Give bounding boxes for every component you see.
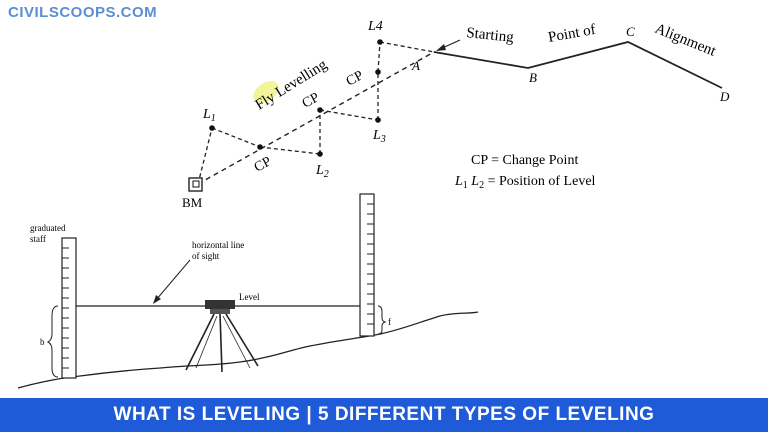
label-cp1: CP xyxy=(252,154,274,175)
point-cp1 xyxy=(257,144,263,150)
fly-line xyxy=(197,51,435,185)
highlight-mark xyxy=(253,81,279,103)
point-cp3 xyxy=(375,69,381,75)
bracket-f xyxy=(377,305,387,335)
level-base xyxy=(210,309,230,314)
level-instrument xyxy=(205,300,235,309)
point-cp2 xyxy=(317,107,323,113)
tripod-leg-middle xyxy=(219,313,223,373)
label-staff: staff xyxy=(30,234,46,244)
label-horizontal-line: horizontal line xyxy=(192,240,244,250)
ground-line xyxy=(17,311,479,389)
label-starting: Starting xyxy=(466,25,515,46)
left-staff-ticks xyxy=(62,247,69,369)
sight-line-l1-cp1 xyxy=(211,127,261,148)
label-l3: L3 xyxy=(372,128,386,145)
tripod-leg-left xyxy=(185,313,215,371)
bracket-b xyxy=(46,305,59,378)
label-l4: L4 xyxy=(367,19,383,34)
label-a: A xyxy=(411,58,420,73)
fly-levelling-diagram: BM L1 L2 L3 L4 CP CP CP Fly Levelling A … xyxy=(182,19,730,210)
tripod-leg-right xyxy=(225,313,259,367)
sight-line-cp1-l2 xyxy=(259,146,321,155)
simple-levelling-diagram: graduated staff horizontal line of sight… xyxy=(17,193,479,389)
point-l4 xyxy=(377,39,383,45)
tripod-leg-left-inner xyxy=(195,315,218,369)
label-l1: L1 xyxy=(202,107,216,124)
label-b: B xyxy=(529,70,537,85)
arrow-head xyxy=(436,44,446,51)
right-staff-ticks xyxy=(367,203,374,325)
site-logo-text: CIVILSCOOPS.COM xyxy=(8,4,158,21)
label-bm: BM xyxy=(182,195,203,210)
label-cp3: CP xyxy=(344,68,366,89)
label-cp2: CP xyxy=(300,90,322,111)
legend-cp: CP = Change Point xyxy=(471,153,578,168)
label-of-sight: of sight xyxy=(192,251,220,261)
label-level: Level xyxy=(239,292,260,302)
sight-line-cp2-l3 xyxy=(319,109,379,121)
line-of-sight-pointer xyxy=(155,259,191,301)
label-point-of: Point of xyxy=(547,22,597,46)
label-l2: L2 xyxy=(315,163,329,180)
leveling-diagrams: BM L1 L2 L3 L4 CP CP CP Fly Levelling A … xyxy=(17,19,730,389)
label-f: f xyxy=(388,317,391,327)
legend-level-positions: L1 L2 = Position of Level xyxy=(454,174,596,191)
sight-line-l4-a xyxy=(379,41,435,53)
point-l1 xyxy=(209,125,215,131)
bm-box-inner xyxy=(192,180,200,188)
bm-box xyxy=(188,177,203,192)
label-d: D xyxy=(719,89,730,104)
label-graduated: graduated xyxy=(30,223,66,233)
pointer-head xyxy=(153,295,161,304)
sight-line-bm-l1 xyxy=(197,127,213,185)
label-alignment: Alignment xyxy=(653,21,719,60)
label-b: b xyxy=(40,337,45,347)
title-banner: WHAT IS LEVELING | 5 DIFFERENT TYPES OF … xyxy=(0,398,768,432)
point-l2 xyxy=(317,151,323,157)
alignment-line xyxy=(433,41,723,89)
label-c: C xyxy=(626,24,635,39)
tripod-leg-right-inner xyxy=(222,315,251,369)
sight-line-cp3-l4 xyxy=(377,41,381,73)
right-staff xyxy=(359,193,375,337)
point-l3 xyxy=(375,117,381,123)
